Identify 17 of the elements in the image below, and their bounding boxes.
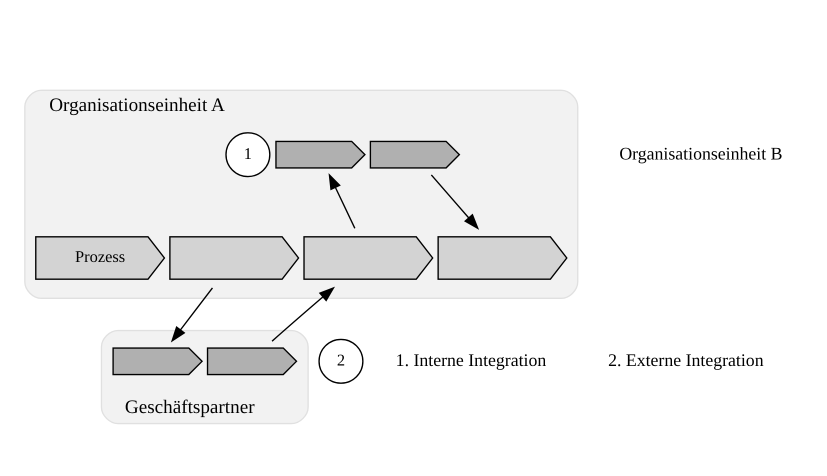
label: 1. Interne Integration: [396, 349, 546, 370]
arrow: [272, 286, 336, 342]
node-chevron: [206, 346, 298, 375]
arrow: [328, 172, 356, 228]
node-chevron: [275, 140, 366, 168]
node-chevron: [370, 140, 460, 168]
node-circle: 1: [225, 132, 270, 177]
label: 2. Externe Integration: [608, 349, 764, 370]
node-chevron: [112, 346, 204, 375]
node-chevron: [437, 236, 568, 280]
label: Organisationseinheit B: [619, 142, 782, 163]
arrow: [430, 174, 480, 230]
node-chevron: [303, 236, 434, 280]
node-chevron: [169, 236, 300, 280]
cluster: Geschäftspartner: [100, 329, 309, 424]
arrow: [170, 287, 213, 342]
node-circle: 2: [318, 338, 364, 384]
